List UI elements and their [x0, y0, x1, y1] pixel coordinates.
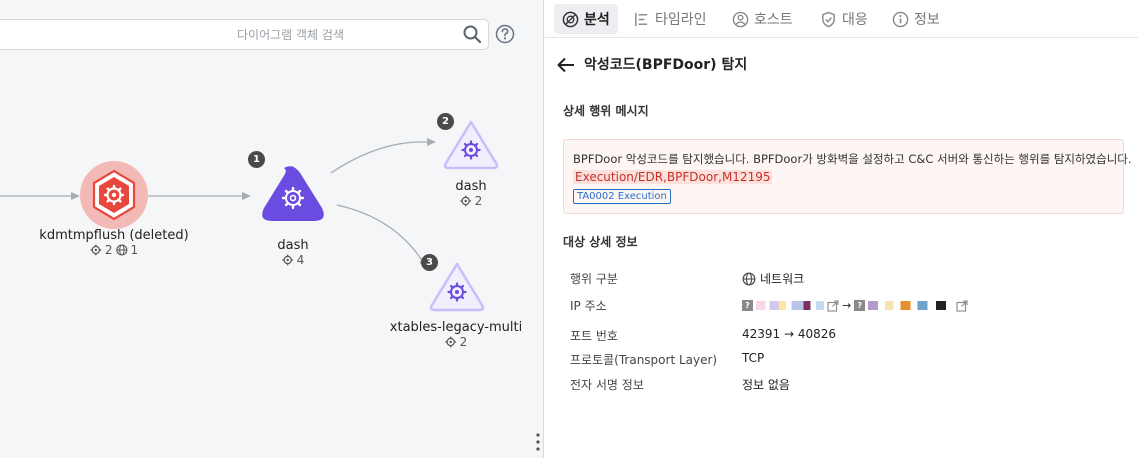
redacted-ip: [868, 301, 954, 310]
node-label-xtables: xtables-legacy-multi: [389, 320, 523, 335]
info-value: 네트워크: [742, 270, 804, 287]
node-dash-child[interactable]: [443, 120, 499, 170]
info-icon: [892, 11, 909, 27]
gear-count: 2: [474, 194, 483, 208]
unknown-country-flag: ?: [854, 300, 866, 311]
tab-analysis[interactable]: 분석: [554, 4, 618, 34]
info-key: 포트 번호: [570, 329, 618, 343]
node-kdmtmpflush[interactable]: [80, 161, 148, 229]
panel-title: 악성코드(BPFDoor) 탐지: [584, 57, 748, 73]
globe-icon: [115, 244, 128, 256]
gear-icon: [460, 195, 472, 207]
node-stats-dash-child: 2: [460, 194, 483, 208]
gear-icon: [282, 254, 294, 266]
order-badge-1: 1: [248, 151, 265, 168]
info-value: TCP: [742, 351, 765, 365]
detail-tabs: 분석 타임라인 호스트 대응 정보: [544, 0, 1138, 38]
info-key: 전자 서명 정보: [570, 378, 644, 392]
edge-dash-dash: [330, 141, 429, 174]
gear-icon: [90, 244, 102, 256]
tab-host[interactable]: 호스트: [724, 4, 801, 34]
globe-icon: [742, 272, 756, 285]
info-key: 행위 구분: [570, 272, 618, 286]
behavior-type-value: 네트워크: [760, 272, 805, 286]
diagram-search-input[interactable]: [237, 26, 437, 44]
diagram-toolbar: [0, 0, 543, 68]
gear-count: 2: [459, 335, 468, 349]
info-key: 프로토콜(Transport Layer): [570, 353, 718, 367]
gear-icon: [461, 140, 481, 160]
pane-resize-handle-icon[interactable]: [535, 432, 541, 452]
tab-label: 분석: [584, 12, 610, 28]
node-label-kdmtmpflush: kdmtmpflush (deleted): [39, 228, 189, 243]
node-xtables[interactable]: [429, 262, 485, 312]
node-stats-kdmtmpflush: 2 1: [90, 243, 138, 257]
target-section-heading: 대상 상세 정보: [563, 235, 638, 249]
process-diagram: [0, 120, 499, 312]
edge-arrowhead: [71, 192, 80, 200]
info-row-port: 포트 번호 42391 → 40826: [570, 327, 1130, 347]
diagram-search-box[interactable]: [0, 19, 489, 50]
alert-message: BPFDoor 악성코드를 탐지했습니다. BPFDoor가 방화벽을 설정하고…: [573, 152, 1132, 166]
info-value: 정보 없음: [742, 378, 790, 392]
info-key: IP 주소: [570, 299, 607, 313]
tab-label: 타임라인: [655, 12, 707, 28]
unknown-country-flag: ?: [742, 300, 753, 311]
back-arrow-icon[interactable]: [556, 55, 576, 75]
tab-response[interactable]: 대응: [812, 4, 876, 34]
gear-icon: [281, 186, 305, 210]
tab-timeline[interactable]: 타임라인: [625, 4, 715, 34]
tab-label: 호스트: [754, 12, 793, 28]
edge-arrowhead: [427, 138, 436, 146]
info-row-signature: 전자 서명 정보 정보 없음: [570, 376, 1130, 396]
tab-label: 정보: [914, 12, 940, 28]
arrow-icon: →: [842, 299, 852, 312]
gear-icon: [103, 184, 125, 206]
gear-count: 4: [296, 253, 305, 267]
mitre-tactic-badge[interactable]: TA0002 Execution: [573, 189, 671, 204]
node-label-dash-main: dash: [277, 238, 309, 253]
pane-divider[interactable]: [543, 0, 544, 458]
gear-icon: [447, 282, 467, 302]
node-stats-xtables: 2: [445, 335, 468, 349]
node-label-dash-child: dash: [455, 179, 487, 194]
info-value: 42391 → 40826: [742, 327, 837, 341]
shield-icon: [822, 11, 835, 27]
order-badge-3: 3: [421, 254, 438, 271]
behavior-section-heading: 상세 행위 메시지: [563, 104, 649, 118]
analysis-icon: [562, 11, 579, 27]
node-dash-main[interactable]: [262, 166, 324, 221]
alert-tags: Execution/EDR,BPFDoor,M12195: [573, 170, 773, 184]
info-row-ip: IP 주소 ? → ?: [570, 297, 1130, 317]
redacted-ip: [756, 301, 824, 310]
timeline-icon: [635, 12, 648, 26]
search-icon[interactable]: [462, 24, 482, 44]
help-icon[interactable]: [495, 24, 515, 44]
host-icon: [732, 11, 749, 27]
node-stats-dash-main: 4: [282, 253, 305, 267]
edge-dash-xtables: [336, 204, 424, 263]
behavior-alert-box: BPFDoor 악성코드를 탐지했습니다. BPFDoor가 방화벽을 설정하고…: [563, 139, 1132, 214]
detail-panel: 분석 타임라인 호스트 대응 정보 악성코드(BPFDoor) 탐지 상세 행위…: [544, 0, 1138, 458]
diagram-pane[interactable]: 1 2 3 kdmtmpflush (deleted) 2 1 dash 4 d…: [0, 0, 543, 458]
edge-arrowhead: [242, 192, 251, 200]
external-link-icon[interactable]: [956, 299, 968, 312]
order-badge-2: 2: [437, 113, 454, 130]
tab-label: 대응: [842, 12, 868, 28]
info-row-protocol: 프로토콜(Transport Layer) TCP: [570, 351, 1130, 371]
globe-count: 1: [130, 243, 139, 257]
gear-icon: [445, 336, 457, 348]
ip-value: ? → ?: [742, 299, 968, 312]
tab-info[interactable]: 정보: [884, 4, 948, 34]
info-row-behavior-type: 행위 구분 네트워크: [570, 270, 1130, 290]
gear-count: 2: [104, 243, 113, 257]
external-link-icon[interactable]: [827, 299, 839, 312]
